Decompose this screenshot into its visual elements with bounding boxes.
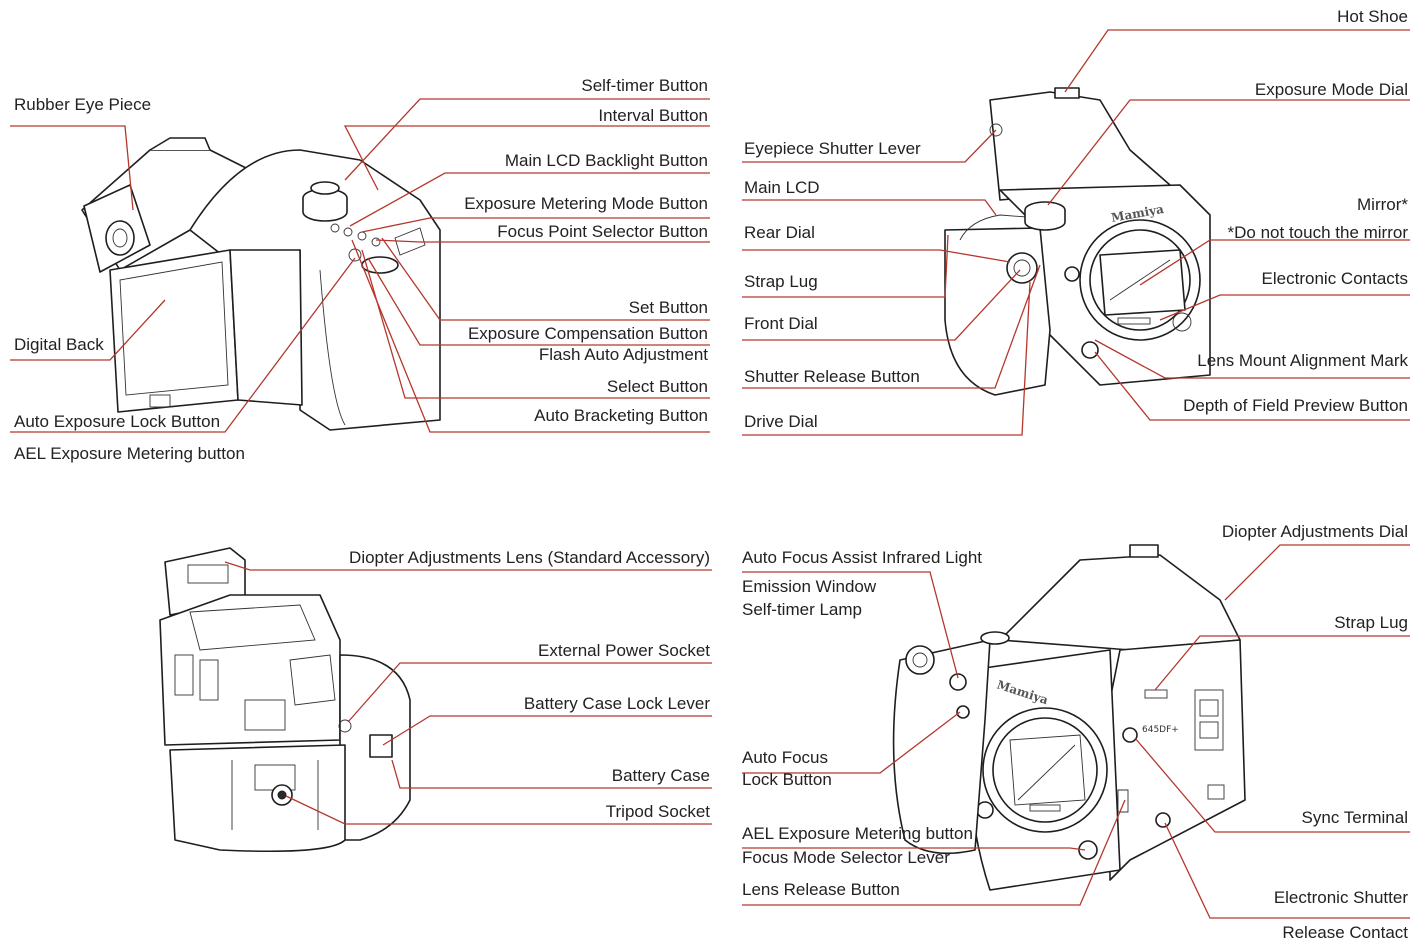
label-battery-case-lock-lever: Battery Case Lock Lever — [524, 694, 710, 713]
label-mirror: Mirror* — [1357, 195, 1408, 214]
label-strap-lug-side: Strap Lug — [1334, 613, 1408, 632]
panel-rear-view: Rubber Eye Piece Digital Back Auto Expos… — [10, 76, 710, 463]
label-exposure-mode-dial: Exposure Mode Dial — [1255, 80, 1408, 99]
panel-three-quarter-view: 645DF+ Mamiya — [742, 522, 1410, 942]
label-self-timer-button: Self-timer Button — [581, 76, 708, 95]
label-drive-dial: Drive Dial — [744, 412, 818, 431]
label-main-lcd-backlight-button: Main LCD Backlight Button — [505, 151, 708, 170]
label-interval-button: Interval Button — [598, 106, 708, 125]
leader-lines-front — [742, 29, 1410, 436]
label-focus-point-selector-button: Focus Point Selector Button — [497, 222, 708, 241]
label-flash-auto-adjustment: Flash Auto Adjustment — [539, 345, 708, 364]
label-rubber-eye-piece: Rubber Eye Piece — [14, 95, 151, 114]
panel-bottom-view: Diopter Adjustments Lens (Standard Acces… — [159, 547, 712, 853]
label-lens-release-button: Lens Release Button — [742, 880, 900, 899]
label-shutter-release-button: Shutter Release Button — [744, 367, 920, 386]
label-ael-exposure-metering-button: AEL Exposure Metering button — [14, 444, 245, 463]
label-auto-focus-line2: Lock Button — [742, 770, 832, 789]
label-diopter-adjustments-dial: Diopter Adjustments Dial — [1222, 522, 1408, 541]
label-main-lcd: Main LCD — [744, 178, 820, 197]
callouts-front: Hot Shoe Exposure Mode Dial Eyepiece Shu… — [744, 7, 1408, 431]
label-release-contact: Release Contact — [1282, 923, 1408, 942]
label-af-assist-line2: Emission Window — [742, 577, 877, 596]
label-af-assist-line1: Auto Focus Assist Infrared Light — [742, 548, 982, 567]
label-battery-case: Battery Case — [612, 766, 710, 785]
label-auto-bracketing-button: Auto Bracketing Button — [534, 406, 708, 425]
camera-bottom-illustration — [159, 547, 411, 853]
label-lens-mount-alignment-mark: Lens Mount Alignment Mark — [1197, 351, 1408, 370]
label-tripod-socket: Tripod Socket — [606, 802, 711, 821]
label-hot-shoe: Hot Shoe — [1337, 7, 1408, 26]
label-select-button: Select Button — [607, 377, 708, 396]
label-auto-focus-line1: Auto Focus — [742, 748, 828, 767]
camera-rear-illustration — [81, 137, 441, 431]
label-sync-terminal: Sync Terminal — [1302, 808, 1408, 827]
label-eyepiece-shutter-lever: Eyepiece Shutter Lever — [744, 139, 921, 158]
model-badge: 645DF+ — [1142, 725, 1179, 735]
label-depth-of-field-preview-button: Depth of Field Preview Button — [1183, 396, 1408, 415]
label-digital-back: Digital Back — [14, 335, 104, 354]
leader-lines-three-quarter — [742, 544, 1410, 919]
callouts-rear: Rubber Eye Piece Digital Back Auto Expos… — [14, 76, 708, 463]
label-exposure-compensation-button: Exposure Compensation Button — [468, 324, 708, 343]
leader-lines-rear — [10, 98, 710, 433]
label-front-dial: Front Dial — [744, 314, 818, 333]
camera-front-illustration: Mamiya — [944, 87, 1211, 396]
leader-lines-bottom — [224, 561, 712, 825]
label-self-timer-lamp: Self-timer Lamp — [742, 600, 862, 619]
label-strap-lug: Strap Lug — [744, 272, 818, 291]
label-set-button: Set Button — [629, 298, 708, 317]
label-ael-exposure-metering-button-front: AEL Exposure Metering button — [742, 824, 973, 843]
callouts-three-quarter: Auto Focus Assist Infrared Light Emissio… — [742, 522, 1408, 942]
label-external-power-socket: External Power Socket — [538, 641, 710, 660]
panel-front-view: Mamiya Hot Shoe Exposure Mode Dial Eyepi… — [742, 7, 1410, 436]
label-mirror-note: *Do not touch the mirror — [1228, 223, 1409, 242]
callouts-bottom: Diopter Adjustments Lens (Standard Acces… — [349, 548, 710, 821]
camera-three-quarter-illustration: 645DF+ Mamiya — [892, 544, 1246, 891]
label-electronic-shutter: Electronic Shutter — [1274, 888, 1409, 907]
label-focus-mode-selector-lever: Focus Mode Selector Lever — [742, 848, 950, 867]
label-electronic-contacts: Electronic Contacts — [1262, 269, 1408, 288]
label-auto-exposure-lock-button: Auto Exposure Lock Button — [14, 412, 220, 431]
label-exposure-metering-mode-button: Exposure Metering Mode Button — [464, 194, 708, 213]
label-diopter-adjustments-lens: Diopter Adjustments Lens (Standard Acces… — [349, 548, 710, 567]
label-rear-dial: Rear Dial — [744, 223, 815, 242]
